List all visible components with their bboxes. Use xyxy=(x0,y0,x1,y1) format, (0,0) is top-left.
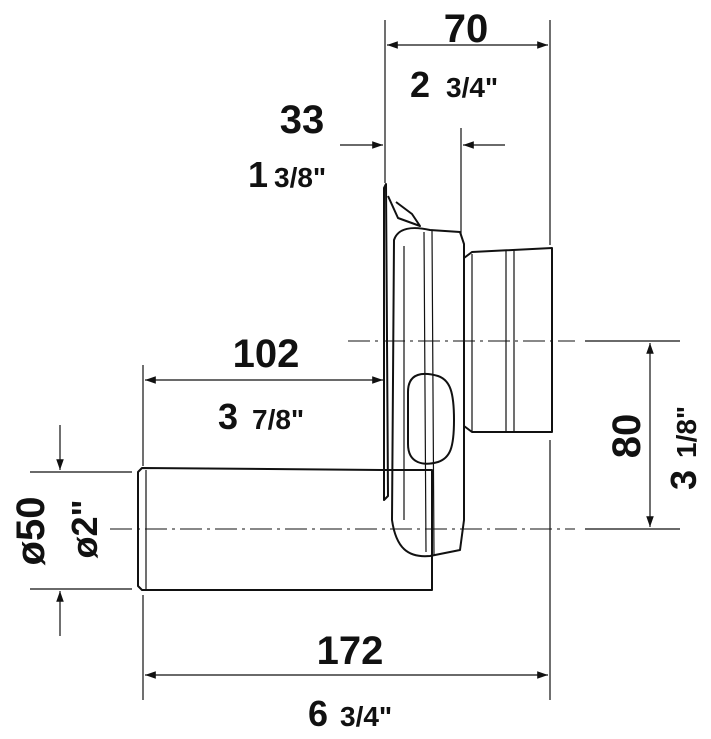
dim-80-inch-frac: 1/8" xyxy=(671,406,702,458)
dimension-lines xyxy=(56,41,654,679)
dim-102-inch-whole: 3 xyxy=(218,396,238,437)
siphon-part xyxy=(137,183,553,591)
center-lines xyxy=(110,340,575,530)
dim-50-inch: ø2" xyxy=(64,499,105,558)
dim-33-inch-whole: 1 xyxy=(248,154,268,195)
dim-50-mm: ø50 xyxy=(9,497,53,566)
wall-flange xyxy=(383,183,389,501)
dimension-labels: 70 2 3/4" 33 1 3/8" 102 3 7/8" 172 6 3/4… xyxy=(9,7,704,734)
dim-80-mm: 80 xyxy=(605,414,649,459)
cleaning-cap xyxy=(407,373,455,465)
dim-102-mm: 102 xyxy=(233,332,300,376)
dim-33-inch-frac: 3/8" xyxy=(274,162,326,193)
dim-70-inch-whole: 2 xyxy=(410,64,430,105)
dim-172-inch-frac: 3/4" xyxy=(340,701,392,732)
dim-33-mm: 33 xyxy=(280,98,325,142)
dim-172-mm: 172 xyxy=(317,629,384,673)
dim-102-inch-frac: 7/8" xyxy=(252,404,304,435)
siphon-body xyxy=(391,227,465,558)
extension-lines xyxy=(30,20,680,700)
dim-80-inch-whole: 3 xyxy=(663,470,704,490)
inlet-tube xyxy=(137,467,433,591)
body-rim xyxy=(423,229,435,557)
flange-clip xyxy=(387,195,421,227)
dim-70-mm: 70 xyxy=(444,7,489,51)
dim-172-inch-whole: 6 xyxy=(308,693,328,734)
outlet-sleeve xyxy=(463,247,553,433)
dim-70-inch-frac: 3/4" xyxy=(446,72,498,103)
